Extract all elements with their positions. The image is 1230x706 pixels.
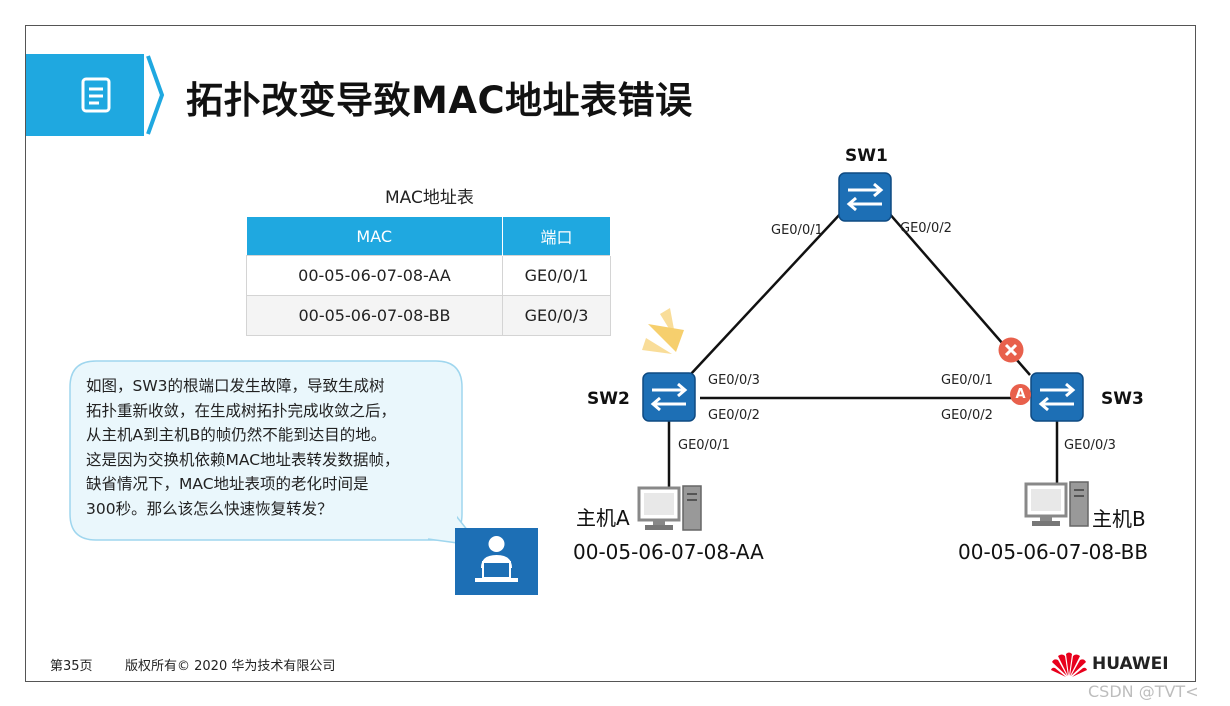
mac-table: MAC 端口 00-05-06-07-08-AA GE0/0/1 00-05-0…: [246, 217, 612, 336]
port-label: GE0/0/3: [708, 373, 760, 388]
port-label: GE0/0/3: [1064, 438, 1116, 453]
host-b-label: 主机B: [1092, 507, 1146, 531]
port-column-header: 端口: [502, 217, 612, 256]
sw1-switch-icon: [838, 172, 892, 222]
bubble-line: 拓扑重新收敛，在生成树拓扑完成收敛之后，: [86, 401, 397, 420]
port-label: GE0/0/1: [941, 373, 993, 388]
bubble-line: 300秒。那么该怎么快速恢复转发？: [86, 499, 333, 518]
speech-bubble: [69, 360, 482, 547]
document-icon: [81, 77, 111, 113]
port-label: GE0/0/1: [678, 438, 730, 453]
sw3-label: SW3: [1101, 389, 1144, 409]
host-a-mac: 00-05-06-07-08-AA: [573, 540, 764, 564]
sw2-switch-icon: [642, 372, 696, 422]
page-number: 第35页: [50, 659, 93, 674]
port-role-badge: A: [1010, 384, 1031, 405]
host-a-computer-icon: [637, 485, 702, 531]
host-b-mac: 00-05-06-07-08-BB: [958, 540, 1149, 564]
mac-table-caption: MAC地址表: [385, 188, 474, 208]
bubble-line: 这是因为交换机依赖MAC地址表转发数据帧，: [86, 450, 400, 469]
bubble-line: 缺省情况下，MAC地址表项的老化时间是: [86, 475, 369, 493]
highlight-ray-icon: [642, 308, 684, 354]
mac-column-header: MAC: [246, 217, 503, 256]
bubble-line: 如图，SW3的根端口发生故障，导致生成树: [86, 377, 385, 395]
port-label: GE0/0/1: [771, 223, 823, 238]
host-a-label: 主机A: [576, 506, 630, 530]
header-chevron: [146, 55, 165, 135]
huawei-logo-icon: [1051, 652, 1087, 677]
port-label: GE0/0/2: [900, 221, 952, 236]
copyright: 版权所有© 2020 华为技术有限公司: [125, 659, 336, 674]
sw3-switch-icon: [1030, 372, 1084, 422]
presenter-icon: [455, 528, 538, 595]
bubble-text: 如图，SW3的根端口发生故障，导致生成树 拓扑重新收敛，在生成树拓扑完成收敛之后…: [86, 374, 458, 521]
port-label: GE0/0/2: [708, 408, 760, 423]
sw2-label: SW2: [587, 389, 630, 409]
port-cell: GE0/0/1: [501, 255, 612, 296]
port-cell: GE0/0/3: [501, 295, 612, 336]
watermark: CSDN @TVT<: [1088, 682, 1199, 701]
fault-x-icon: [998, 337, 1024, 363]
header-accent-block: [26, 54, 144, 136]
host-b-computer-icon: [1024, 481, 1089, 527]
port-label: GE0/0/2: [941, 408, 993, 423]
mac-cell: 00-05-06-07-08-AA: [246, 255, 503, 296]
bubble-line: 从主机A到主机B的帧仍然不能到达目的地。: [86, 426, 387, 444]
brand-name: HUAWEI: [1092, 654, 1169, 674]
link-sw1-sw2: [689, 211, 843, 376]
table-row: 00-05-06-07-08-BB GE0/0/3: [246, 295, 612, 336]
sw1-label: SW1: [845, 146, 888, 166]
table-row: 00-05-06-07-08-AA GE0/0/1: [246, 255, 612, 296]
page-title: 拓扑改变导致MAC地址表错误: [186, 79, 693, 122]
mac-cell: 00-05-06-07-08-BB: [246, 295, 503, 336]
